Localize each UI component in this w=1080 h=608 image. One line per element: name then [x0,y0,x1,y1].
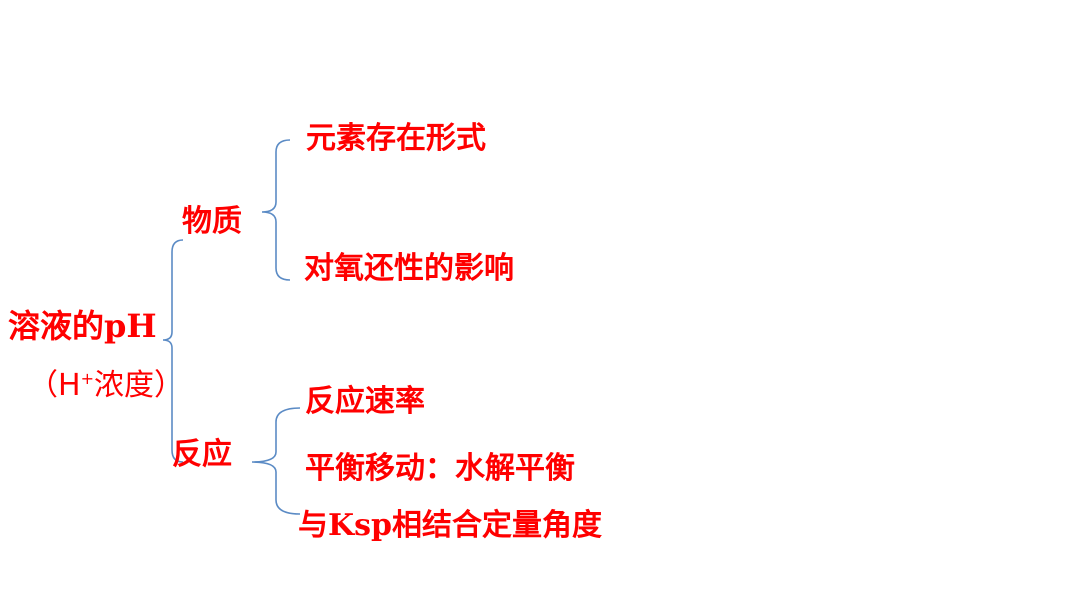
root-node-label: 溶液的pH [8,307,157,345]
root-brace [162,239,184,463]
root-sub-close: 浓度） [93,368,184,403]
leaf-node-element-form: 元素存在形式 [306,121,486,156]
matter-brace [261,139,291,281]
root-node-sublabel: （H+浓度） [28,371,184,401]
leaf-node-equilibrium-shift: 平衡移动：水解平衡 [305,451,575,486]
leaf-node-reaction-rate: 反应速率 [305,384,425,419]
root-sub-open: （H [28,368,81,403]
branch-node-matter: 物质 [182,204,242,239]
reaction-brace [251,407,301,515]
branch-node-reaction: 反应 [172,437,232,472]
root-sub-superscript: + [80,369,94,388]
leaf-node-ksp-quantitative: 与Ksp相结合定量角度 [298,508,602,543]
leaf-node-redox-effect: 对氧还性的影响 [304,251,514,286]
